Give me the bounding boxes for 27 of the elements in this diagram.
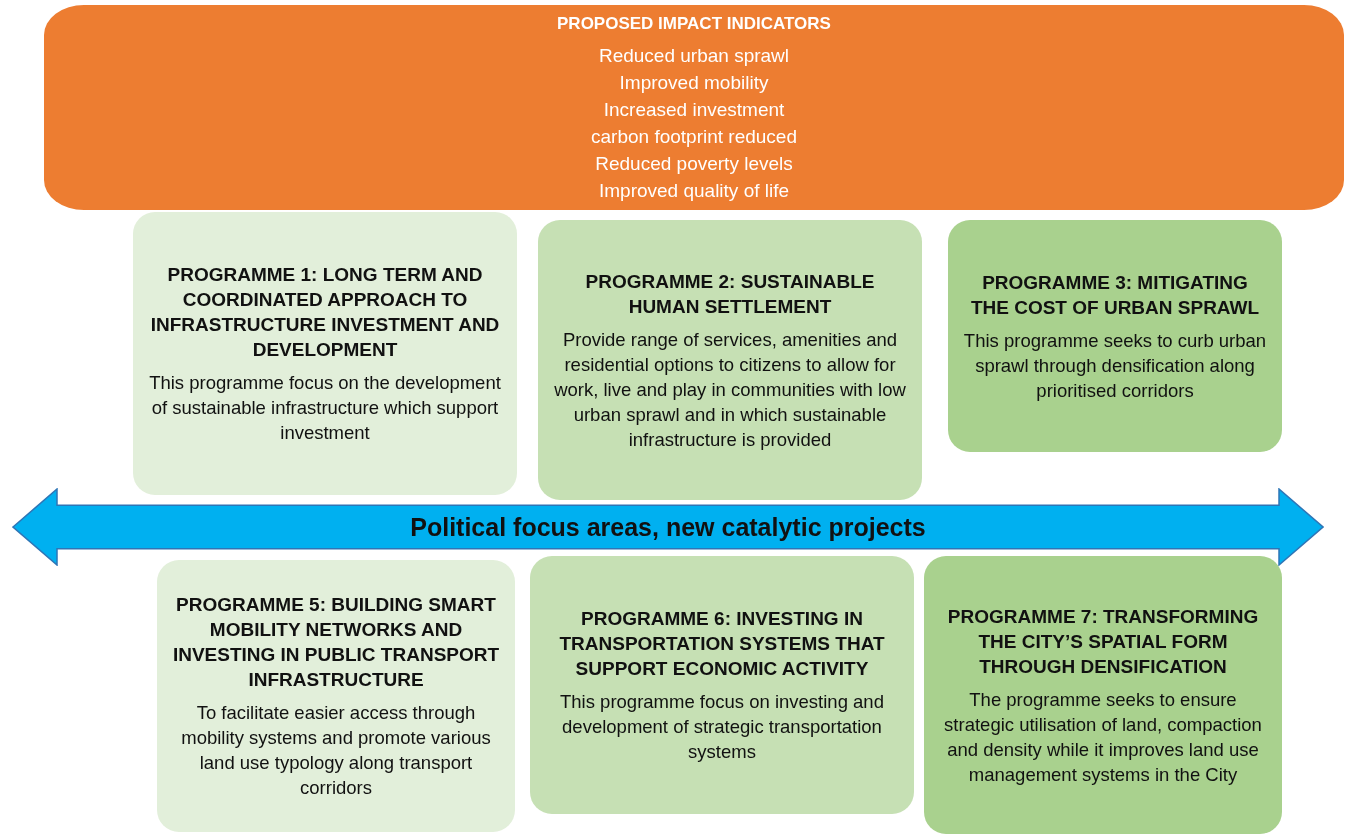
card-heading: PROGRAMME 2: SUSTAINABLE HUMAN SETTLEMENT [584, 269, 876, 319]
programme-card [538, 220, 922, 500]
banner-heading: PROPOSED IMPACT INDICATORS [557, 13, 831, 35]
programme-card [133, 212, 517, 495]
card-description: Provide range of services, amenities and residential options to citizens to allow for work, live and play in communities with low urban sprawl and in which sustainable infrastructure is provided [553, 327, 907, 452]
indicator-item: Reduced urban sprawl [598, 44, 790, 68]
programme-card [924, 556, 1282, 834]
arrow-label: Political focus areas, new catalytic projects [410, 512, 926, 542]
indicator-banner [44, 5, 1344, 210]
card-description: This programme seeks to curb urban sprawl through densification along prioritised corridors [962, 328, 1268, 403]
indicator-item: Increased investment [603, 98, 785, 122]
card-heading: PROGRAMME 6: INVESTING IN TRANSPORTATION SYSTEMS THAT SUPPORT ECONOMIC ACTIVITY [558, 607, 886, 681]
programme-card [157, 560, 515, 832]
card-heading: PROGRAMME 7: TRANSFORMING THE CITY’S SPATIAL FORM THROUGH DENSIFICATION [946, 604, 1260, 679]
indicator-item: Reduced poverty levels [595, 152, 793, 176]
card-heading: PROGRAMME 1: LONG TERM AND COORDINATED APPROACH TO INFRASTRUCTURE INVESTMENT AND DEVELOPMENT [149, 263, 501, 362]
indicator-item: carbon footprint reduced [591, 125, 797, 149]
indicator-item: Improved mobility [619, 71, 769, 95]
card-description: This programme focus on the development of sustainable infrastructure which support investment [148, 371, 502, 445]
card-heading: PROGRAMME 3: MITIGATING THE COST OF URBAN SPRAWL [969, 270, 1261, 320]
programme-card [530, 556, 914, 814]
programme-card [948, 220, 1282, 452]
card-description: This programme focus on investing and development of strategic transportation systems [559, 690, 885, 764]
card-heading: PROGRAMME 5: BUILDING SMART MOBILITY NETWORKS AND INVESTING IN PUBLIC TRANSPORT INFRASTRUCTURE [171, 593, 501, 692]
indicator-item: Improved quality of life [598, 179, 790, 203]
card-description: The programme seeks to ensure strategic utilisation of land, compaction and density while it improves land use management systems in the City [943, 687, 1263, 787]
card-description: To facilitate easier access through mobility systems and promote various land use typology along transport corridors [180, 701, 492, 800]
